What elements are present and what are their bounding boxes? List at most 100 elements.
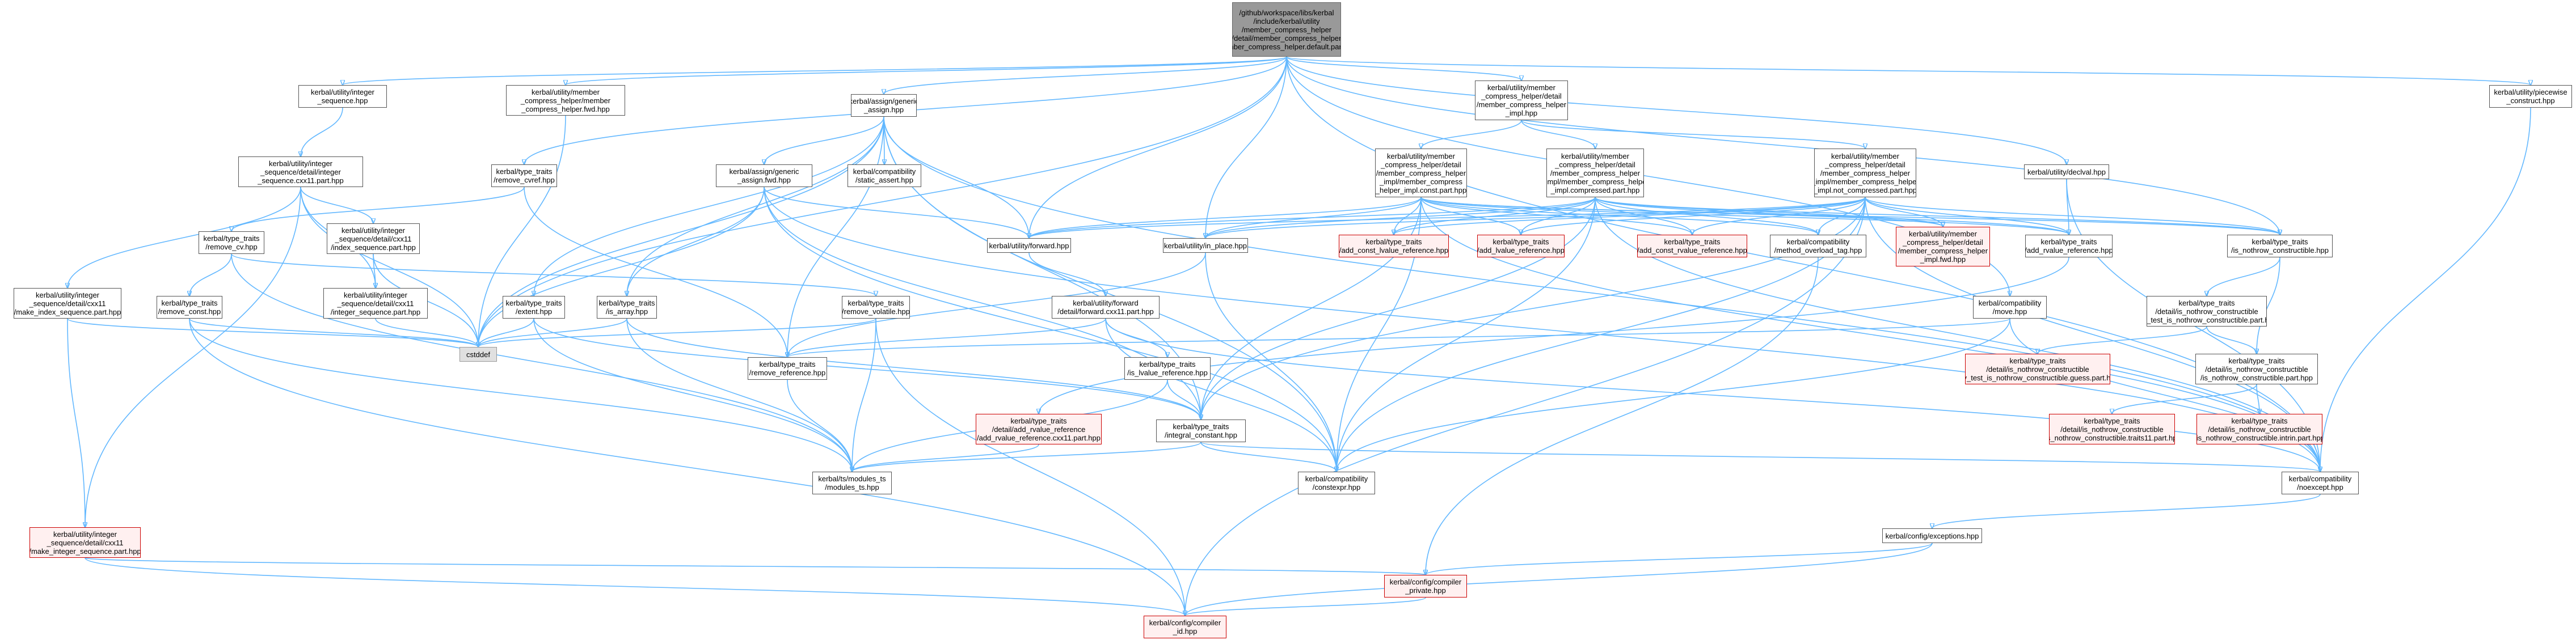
header-node[interactable]: kerbal/type_traits /extent.hpp (503, 296, 565, 319)
dependency-edge (1185, 597, 1426, 616)
header-node[interactable]: kerbal/type_traits /add_rvalue_reference… (2025, 235, 2113, 257)
header-node[interactable]: kerbal/type_traits /remove_cvref.hpp (491, 164, 557, 187)
dependency-edge (627, 116, 884, 296)
dependency-edge (852, 318, 876, 472)
header-node[interactable]: kerbal/config/compiler _id.hpp (1144, 616, 1226, 638)
header-node[interactable]: kerbal/type_traits /is_array.hpp (597, 296, 657, 319)
node-label: kerbal/type_traits /remove_cvref.hpp (494, 167, 555, 184)
dependency-edge (478, 56, 1287, 347)
header-node[interactable]: kerbal/compatibility /static_assert.hpp (848, 164, 921, 187)
dependency-edge (189, 318, 1185, 616)
header-node[interactable]: kerbal/utility/member _compress_helper/d… (1896, 227, 1990, 266)
header-node[interactable]: kerbal/type_traits /detail/is_nothrow_co… (2147, 296, 2267, 327)
header-node[interactable]: kerbal/utility/member _compress_helper/d… (1546, 149, 1644, 197)
node-label: kerbal/utility/member _compress_helper/d… (1375, 151, 1467, 194)
header-node[interactable]: kerbal/type_traits /integral_constant.hp… (1156, 420, 1246, 442)
dependency-edge (1286, 56, 2320, 472)
dependency-edge (2257, 257, 2280, 354)
header-node[interactable]: kerbal/utility/integer _sequence/detail/… (238, 156, 363, 187)
dependency-edge (478, 116, 884, 347)
dependency-edge (300, 187, 373, 223)
header-node[interactable]: kerbal/ts/modules_ts /modules_ts.hpp (812, 472, 892, 494)
node-label: kerbal/type_traits /detail/add_rvalue_re… (976, 416, 1101, 442)
header-node[interactable]: kerbal/type_traits /remove_const.hpp (157, 296, 222, 319)
header-node[interactable]: kerbal/type_traits /remove_volatile.hpp (842, 296, 910, 319)
dependency-edge (1932, 494, 2321, 528)
dependency-edge (1865, 197, 2069, 235)
dependency-edge (2038, 326, 2207, 354)
header-node[interactable]: kerbal/type_traits /detail/is_nothrow_co… (2195, 354, 2318, 384)
header-node[interactable]: kerbal/utility/forward.hpp (987, 238, 1071, 253)
header-node[interactable]: kerbal/utility/member _compress_helper/d… (1814, 149, 1916, 197)
dependency-edge (1521, 120, 1865, 149)
header-node[interactable]: kerbal/type_traits /add_const_rvalue_ref… (1637, 235, 1747, 257)
header-node[interactable]: kerbal/assign/generic _assign.hpp (851, 94, 917, 117)
header-node[interactable]: kerbal/compatibility /noexcept.hpp (2282, 472, 2359, 494)
node-label: cstddef (466, 350, 490, 359)
dependency-edge (884, 56, 1287, 94)
dependency-edge (1286, 56, 2067, 164)
dependency-edge (787, 318, 1106, 357)
node-label: kerbal/compatibility /noexcept.hpp (2288, 474, 2352, 492)
dependency-edge (1394, 197, 1866, 235)
header-node[interactable]: kerbal/utility/integer _sequence.hpp (298, 85, 387, 108)
dependency-edge (1286, 56, 2531, 85)
header-node[interactable]: kerbal/compatibility /move.hpp (1973, 296, 2047, 319)
dependency-edge (231, 253, 852, 472)
node-label: kerbal/utility/member _compress_helper/d… (1814, 151, 1916, 194)
header-node[interactable]: kerbal/config/exceptions.hpp (1882, 528, 1982, 543)
header-node[interactable]: kerbal/type_traits /remove_reference.hpp (748, 357, 827, 380)
header-node[interactable]: kerbal/utility/member _compress_helper/d… (1475, 80, 1568, 120)
header-node[interactable]: kerbal/type_traits /detail/is_nothrow_co… (2196, 414, 2322, 444)
header-node[interactable]: kerbal/utility/integer _sequence/detail/… (327, 223, 420, 254)
header-node[interactable]: kerbal/compatibility /constexpr.hpp (1298, 472, 1375, 494)
header-node[interactable]: kerbal/utility/in_place.hpp (1163, 238, 1248, 253)
dependency-edge (787, 116, 884, 357)
dependency-edge (1394, 197, 1422, 235)
header-node[interactable]: kerbal/type_traits /detail/add_rvalue_re… (976, 414, 1102, 444)
dependency-edge (85, 557, 1185, 616)
node-label: kerbal/type_traits /extent.hpp (505, 299, 562, 316)
node-label: kerbal/utility/in_place.hpp (1164, 241, 1247, 250)
header-node[interactable]: kerbal/type_traits /add_lvalue_reference… (1477, 235, 1565, 257)
dependency-edge (566, 56, 1287, 85)
header-node[interactable]: kerbal/utility/forward /detail/forward.c… (1052, 296, 1160, 319)
dependency-edge (1200, 442, 1337, 472)
dependency-edge (1420, 197, 2069, 235)
node-label: kerbal/compatibility /static_assert.hpp (853, 167, 916, 184)
header-node[interactable]: kerbal/utility/integer _sequence/detail/… (323, 288, 428, 319)
dependency-edge (2256, 384, 2259, 414)
header-node[interactable]: kerbal/utility/piecewise _construct.hpp (2489, 85, 2572, 108)
dependency-edge (1595, 197, 2069, 235)
header-node[interactable]: kerbal/utility/integer _sequence/detail/… (14, 288, 121, 319)
node-label: kerbal/type_traits /detail/is_nothrow_co… (1966, 356, 2110, 382)
header-node: cstddef (459, 347, 497, 362)
node-label: /github/workspace/libs/kerbal /include/k… (1232, 8, 1341, 51)
header-node[interactable]: kerbal/utility/integer _sequence/detail/… (29, 527, 141, 558)
dependency-edge (1286, 56, 2280, 235)
node-label: kerbal/utility/member _compress_helper/d… (1546, 151, 1644, 194)
header-node[interactable]: kerbal/type_traits /detail/is_nothrow_co… (1965, 354, 2110, 384)
dependency-edge (1337, 197, 1596, 472)
header-node[interactable]: kerbal/type_traits /detail/is_nothrow_co… (2049, 414, 2175, 444)
header-node[interactable]: kerbal/type_traits /is_lvalue_reference.… (1124, 357, 1211, 380)
node-label: kerbal/type_traits /add_lvalue_reference… (1477, 238, 1565, 255)
header-node[interactable]: kerbal/config/compiler _private.hpp (1384, 575, 1467, 598)
header-node[interactable]: kerbal/utility/declval.hpp (2024, 164, 2109, 179)
header-node[interactable]: kerbal/type_traits /add_const_lvalue_ref… (1339, 235, 1449, 257)
dependency-edge (533, 318, 852, 472)
header-node[interactable]: kerbal/type_traits /is_nothrow_construct… (2227, 235, 2333, 257)
header-node[interactable]: kerbal/type_traits /remove_cv.hpp (199, 231, 264, 254)
dependency-edge (627, 187, 765, 296)
dependency-edge (764, 187, 1029, 238)
header-node[interactable]: kerbal/assign/generic _assign.fwd.hpp (716, 164, 812, 187)
node-label: kerbal/type_traits /detail/is_nothrow_co… (2200, 356, 2313, 382)
dependency-edge (787, 252, 1206, 357)
header-node[interactable]: kerbal/compatibility /method_overload_ta… (1770, 235, 1866, 257)
dependency-edge (875, 318, 1185, 616)
header-node[interactable]: kerbal/utility/member _compress_helper/d… (1375, 149, 1467, 197)
node-label: kerbal/utility/member _compress_helper/d… (1898, 230, 1988, 264)
header-node[interactable]: kerbal/utility/member _compress_helper/m… (506, 85, 625, 116)
dependency-edge (1029, 197, 1866, 238)
